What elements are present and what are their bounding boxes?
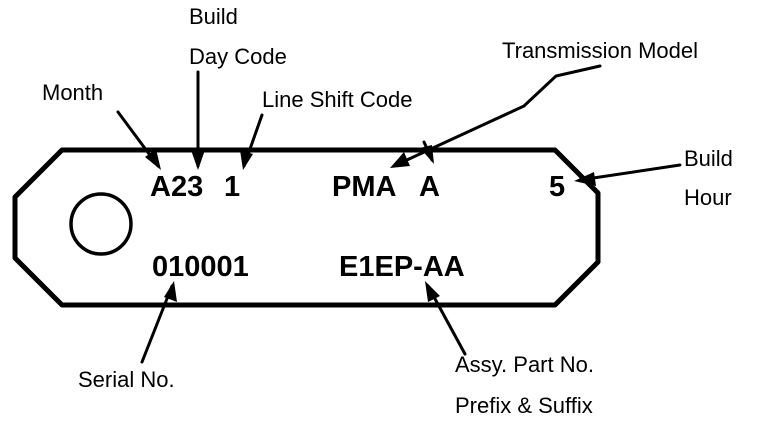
arrow-build-hour: [578, 163, 682, 182]
arrowhead-assy-part: [425, 281, 440, 302]
mounting-hole: [69, 192, 133, 256]
part-number-value: E1EP-AA: [339, 251, 465, 283]
label-assy-part-2: Prefix & Suffix: [455, 393, 593, 418]
label-build-day-1: Build: [189, 4, 238, 29]
label-build-hour-1: Build: [684, 146, 733, 171]
arrowhead-serial-no: [164, 281, 177, 302]
serial-number-value: 010001: [152, 251, 249, 283]
label-serial-no: Serial No.: [78, 367, 175, 392]
label-transmission-model: Transmission Model: [502, 38, 698, 63]
month-day-code: A23: [150, 171, 203, 203]
id-tag-plate: [12, 147, 601, 308]
arrowhead-model-suffix: [420, 145, 434, 164]
label-assy-part-1: Assy. Part No.: [455, 352, 594, 377]
model-code: PMA: [332, 171, 397, 203]
model-suffix: A: [419, 171, 440, 203]
arrowhead-transmission-model: [390, 152, 410, 168]
label-build-hour-2: Hour: [684, 185, 732, 210]
arrow-transmission-model: [394, 64, 602, 167]
line-shift-value: 1: [224, 171, 240, 203]
build-hour-value: 5: [549, 171, 565, 203]
label-build-day-2: Day Code: [189, 44, 287, 69]
label-month: Month: [42, 80, 103, 105]
arrowhead-build-day: [191, 150, 205, 170]
label-line-shift-code: Line Shift Code: [262, 87, 412, 112]
arrowhead-line-shift: [240, 150, 253, 170]
arrowhead-build-hour: [574, 172, 596, 186]
arrowhead-month: [145, 149, 161, 170]
arrow-serial-no: [140, 284, 174, 364]
